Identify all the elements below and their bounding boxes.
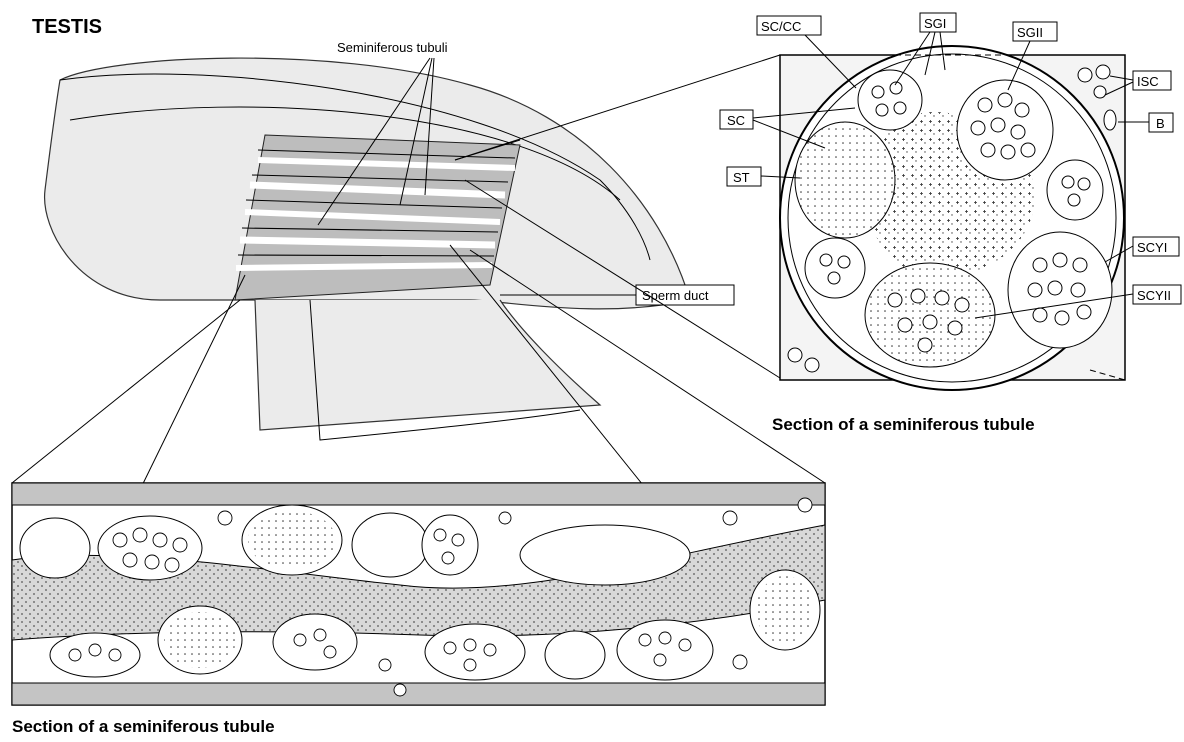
svg-text:ISC: ISC (1137, 74, 1159, 89)
svg-text:ST: ST (733, 170, 750, 185)
diagram-title: TESTIS (32, 16, 102, 38)
svg-text:SC/CC: SC/CC (761, 19, 801, 34)
tubuli-bundle (235, 135, 520, 300)
longitudinal-section-panel (12, 483, 825, 705)
caption-longitudinal-section: Section of a seminiferous tubule (12, 717, 275, 736)
svg-text:B: B (1156, 116, 1165, 131)
svg-text:SCYI: SCYI (1137, 240, 1167, 255)
svg-text:SGI: SGI (924, 16, 946, 31)
svg-text:SC: SC (727, 113, 745, 128)
svg-text:SCYII: SCYII (1137, 288, 1171, 303)
caption-cross-section: Section of a seminiferous tubule (772, 415, 1035, 434)
label-b: B (1118, 113, 1173, 132)
svg-text:Seminiferous tubuli: Seminiferous tubuli (337, 40, 448, 55)
svg-text:SGII: SGII (1017, 25, 1043, 40)
svg-text:Sperm duct: Sperm duct (642, 288, 709, 303)
cross-section-panel (780, 46, 1125, 390)
